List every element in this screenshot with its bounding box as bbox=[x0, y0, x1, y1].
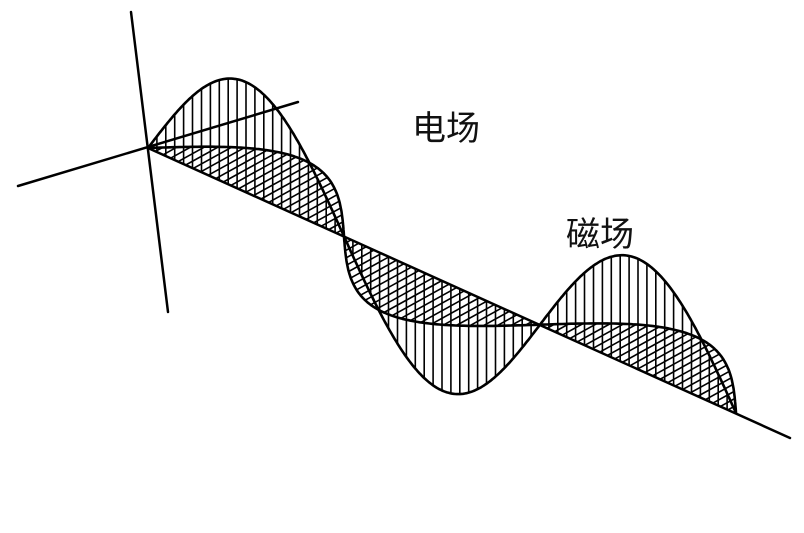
magnetic-field-hatch-line bbox=[353, 259, 398, 285]
magnetic-field-hatch-line bbox=[675, 358, 724, 387]
magnetic-field-hatch-line bbox=[431, 296, 481, 325]
electric-field-wave bbox=[146, 77, 738, 414]
magnetic-field-hatch-line bbox=[345, 245, 367, 259]
magnetic-field-hatch-line bbox=[230, 153, 288, 187]
magnetic-field-hatch-line bbox=[321, 214, 343, 227]
magnetic-field-hatch-line bbox=[455, 303, 496, 327]
magnetic-field-hatch-line bbox=[364, 269, 420, 301]
magnetic-field-hatch-line bbox=[215, 149, 268, 180]
magnetic-field-hatch-line bbox=[177, 146, 206, 163]
horizontal-axis bbox=[16, 100, 300, 188]
magnetic-field-hatch-line bbox=[420, 293, 473, 324]
magnetic-field-hatch-line bbox=[660, 348, 716, 380]
magnetic-field-hatch-line bbox=[290, 187, 335, 214]
vertical-axis bbox=[129, 10, 170, 314]
electric-field-curve bbox=[146, 77, 738, 414]
magnetic-field-hatch-line bbox=[348, 252, 383, 273]
magnetic-field-hatch-line bbox=[697, 377, 732, 397]
magnetic-field-curve bbox=[147, 145, 738, 414]
magnetic-field-hatch-line bbox=[682, 364, 727, 390]
magnetic-field-hatch-line bbox=[599, 324, 649, 353]
magnetic-field-hatch-line bbox=[569, 322, 598, 339]
magnetic-field-hatch-line bbox=[346, 249, 375, 266]
magnetic-field-hatch-line bbox=[313, 207, 342, 224]
magnetic-field-hatch-line bbox=[238, 156, 297, 190]
magnetic-field-hatch-line bbox=[410, 289, 465, 322]
magnetic-field-hatch-line bbox=[305, 200, 340, 221]
magnetic-field-hatch-line bbox=[400, 286, 458, 320]
magnetic-field-hatch-line bbox=[622, 330, 680, 363]
magnetic-field-hatch-line bbox=[207, 148, 257, 176]
magnetic-field-hatch-line bbox=[615, 327, 670, 360]
magnetic-field-hatch-line bbox=[223, 151, 278, 183]
magnetic-field-hatch-line bbox=[713, 390, 735, 404]
magnetic-field-hatch-line bbox=[391, 283, 450, 317]
magnetic-field-hatch-line bbox=[607, 326, 660, 356]
magnetic-field-hatch-line bbox=[584, 323, 625, 346]
magnetic-field-hatch-line bbox=[705, 383, 734, 401]
magnetic-field-hatch-line bbox=[192, 146, 233, 170]
magnetic-field-hatch-line bbox=[630, 332, 689, 367]
magnetic-field-hatch-line bbox=[283, 182, 332, 210]
electric-field-label: 电场 bbox=[412, 109, 480, 149]
magnetic-field-hatch-line bbox=[268, 171, 324, 204]
magnetic-field-hatch-line bbox=[356, 262, 405, 291]
magnetic-field-hatch-line bbox=[482, 310, 511, 327]
magnetic-field-label: 磁场 bbox=[566, 215, 634, 255]
